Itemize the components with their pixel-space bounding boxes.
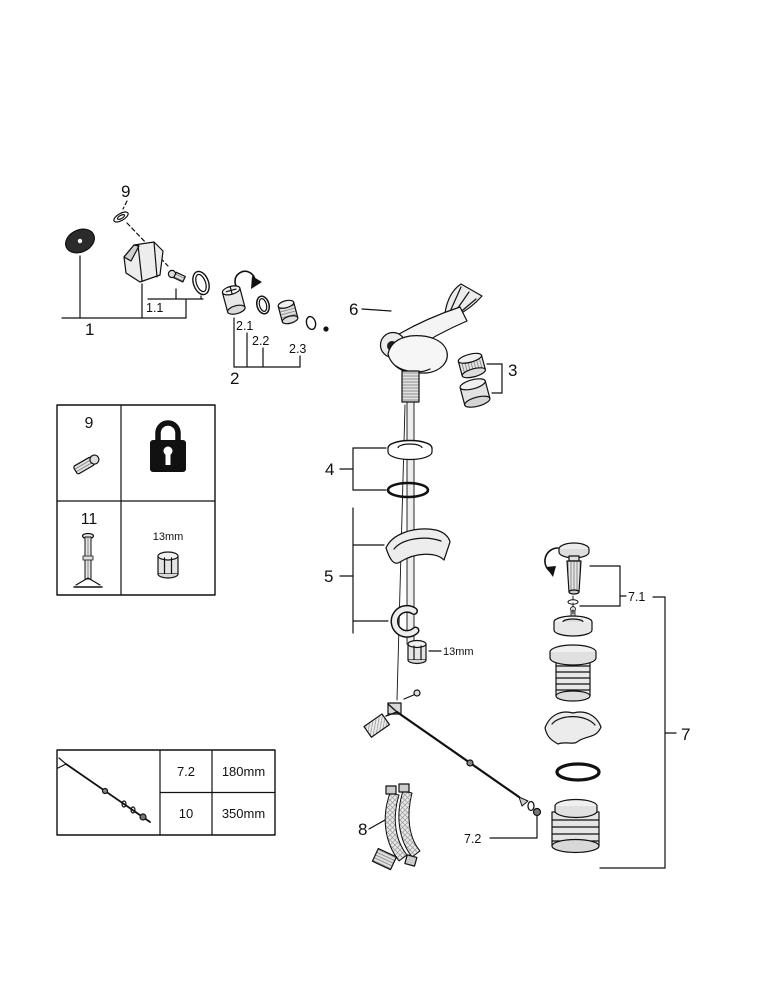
callout-5: 5	[324, 567, 333, 586]
grub-screw-icon	[73, 454, 100, 475]
rod-clamp	[387, 702, 402, 715]
part-8-hoses: 8	[358, 783, 421, 871]
lock-icon	[150, 420, 186, 472]
handle-cap	[65, 228, 95, 254]
handle-ring	[192, 270, 210, 296]
drain-strainer-body	[549, 644, 597, 702]
part-7-1-popup-knob: 7.1	[544, 542, 645, 619]
seal-dot	[323, 326, 329, 332]
bushing-2-2	[277, 299, 299, 325]
nut-size-label: 13mm	[443, 646, 474, 658]
part-7-2-popup-rod: 7.2	[363, 689, 542, 846]
callout-2-3: 2.3	[289, 342, 306, 356]
legend-number-9: 9	[85, 415, 94, 432]
rod-thumbnail	[57, 757, 151, 823]
legend-nut-size-label: 13mm	[153, 531, 184, 543]
table-part-7-2: 7.2	[177, 764, 195, 779]
part-5-mounting: 13mm 5	[324, 507, 474, 665]
callout-1-1: 1.1	[146, 301, 163, 315]
callout-3: 3	[508, 361, 517, 380]
part-3-aerator: 3	[457, 352, 517, 408]
callout-1: 1	[85, 320, 94, 339]
drain-o-ring	[555, 762, 601, 782]
cartridge	[221, 285, 246, 315]
legend-box: 9 11 13mm	[56, 404, 216, 596]
part-7-drain-assembly: 7	[544, 595, 690, 869]
table-length-350: 350mm	[222, 806, 265, 821]
callout-6: 6	[349, 300, 358, 319]
callout-7-2: 7.2	[464, 832, 481, 846]
callout-9-top: 9	[121, 182, 130, 201]
saddle-bracket	[385, 528, 451, 564]
mounting-nut	[407, 639, 427, 665]
hose-nut	[371, 847, 398, 871]
callout-4: 4	[325, 460, 334, 479]
o-ring	[386, 481, 430, 499]
threaded-shank	[401, 370, 420, 403]
part-6-faucet-body: 6	[349, 283, 483, 701]
drain-flange	[553, 615, 593, 637]
hex-nut-icon	[157, 551, 179, 579]
o-ring-2-1	[256, 295, 270, 315]
part-1-handle-assembly: 1.1 1	[61, 228, 210, 339]
table-length-180: 180mm	[222, 764, 265, 779]
callout-2: 2	[230, 369, 239, 388]
drain-lower-body	[551, 798, 600, 854]
callout-2-2: 2.2	[252, 334, 269, 348]
drain-cradle	[544, 711, 602, 745]
callout-2-1: 2.1	[236, 319, 253, 333]
hose-2	[398, 790, 421, 858]
part-2-cartridge-assembly: 2.1 2.2 2.3 2	[221, 270, 329, 388]
handle-knob	[123, 241, 164, 283]
table-part-10: 10	[179, 806, 193, 821]
callout-7-1: 7.1	[628, 590, 645, 604]
legend-number-11: 11	[81, 511, 98, 528]
part-4-gaskets: 4	[325, 439, 433, 499]
callout-7: 7	[681, 725, 690, 744]
body-base	[387, 335, 448, 374]
spec-table: 7.2 180mm 10 350mm	[56, 749, 276, 836]
callout-8: 8	[358, 820, 367, 839]
handle-screw	[167, 269, 186, 283]
ring-2-3	[305, 315, 317, 331]
mounting-stud-icon	[73, 532, 103, 588]
